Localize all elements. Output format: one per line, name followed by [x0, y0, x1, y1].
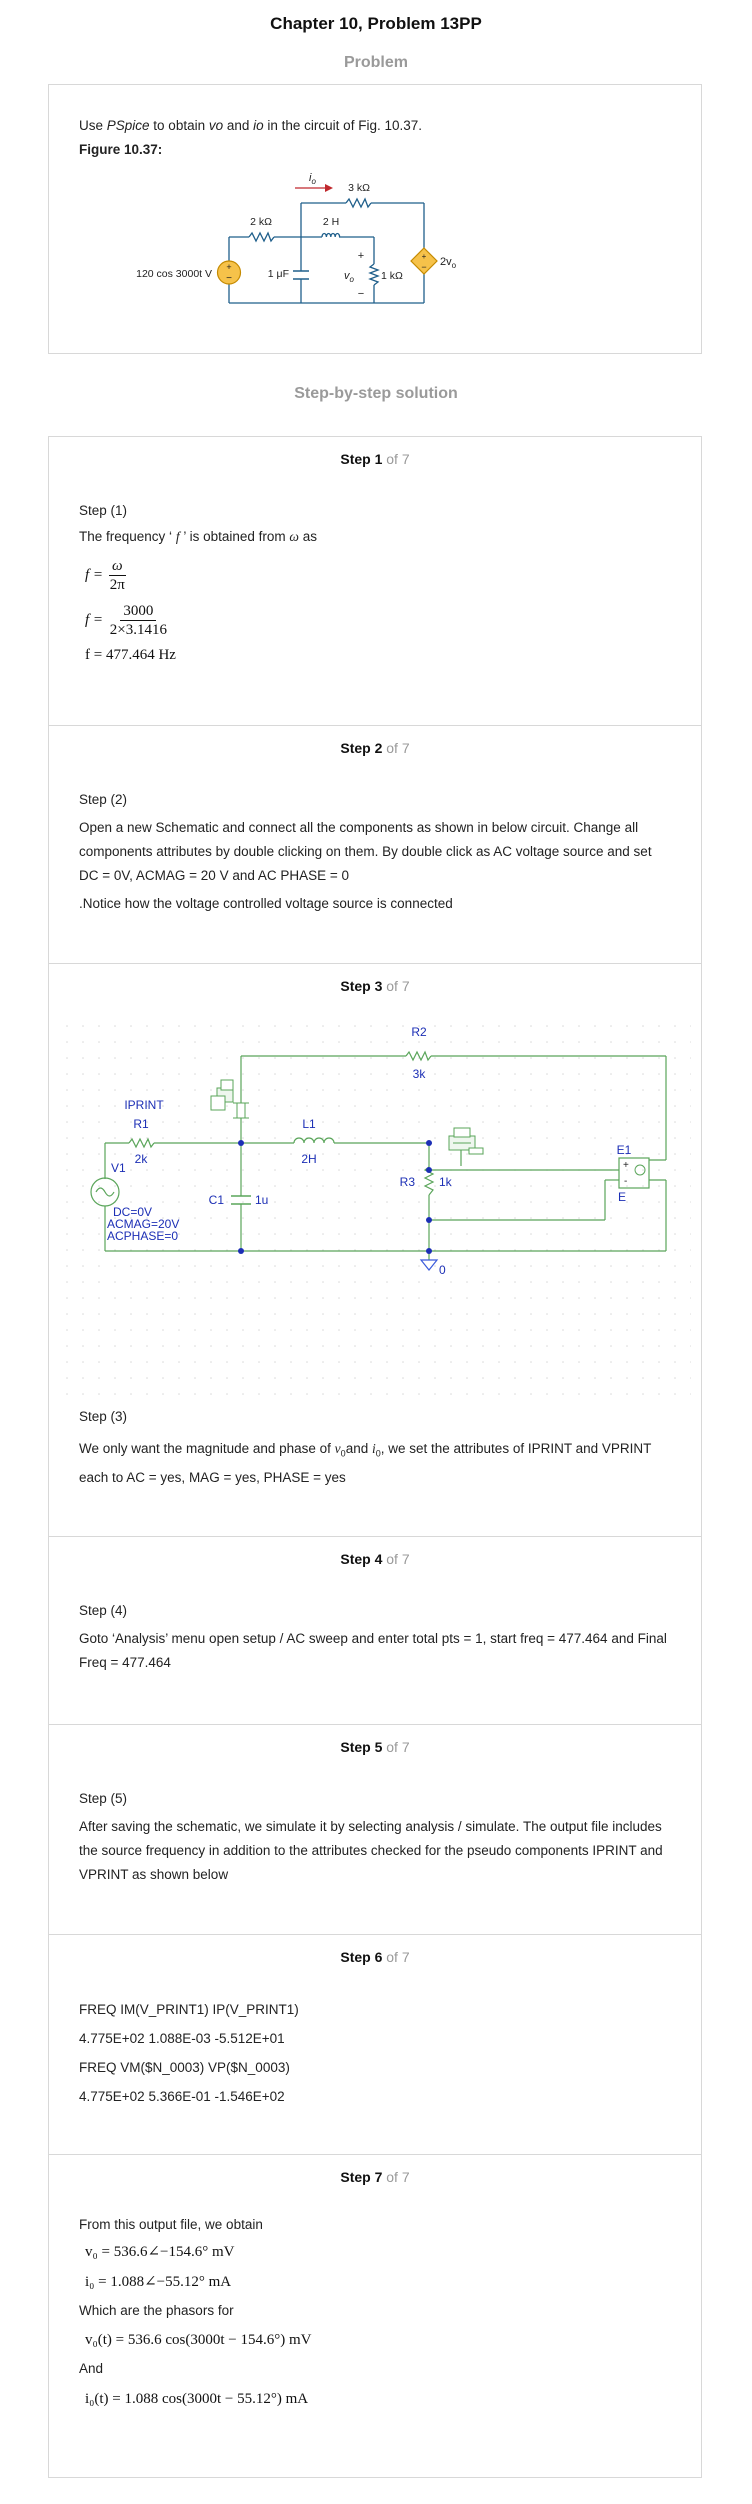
step-3-heading: Step 3 of 7 [340, 978, 410, 994]
svg-text:+: + [422, 252, 427, 261]
svg-text:−: − [421, 262, 426, 272]
schem-e1-icon [618, 1157, 650, 1189]
vprint-icon [448, 1127, 484, 1155]
step-5-label: Step (5) [79, 1791, 128, 1806]
step-2-heading: Step 2 of 7 [340, 740, 410, 756]
solution-section-title: Step-by-step solution [294, 385, 458, 402]
schem-r2 [405, 1050, 432, 1062]
problem-text: Use PSpice to obtain vo and io in the ci… [79, 118, 422, 133]
step-1-heading: Step 1 of 7 [340, 451, 410, 467]
output-line: FREQ IM(V_PRINT1) IP(V_PRINT1) [79, 2002, 299, 2017]
step-7-eq-1: v₀ = 536.6∠−154.6° mV [85, 2244, 235, 2260]
svg-text:2k: 2k [135, 1152, 149, 1166]
schem-v1-icon [90, 1177, 120, 1207]
pspice-schematic: + - R2 [59, 1013, 691, 1408]
step-7-eq-4: i₀(t) = 1.088 cos(3000t − 55.12°) mA [85, 2391, 309, 2407]
svg-text:ACPHASE=0: ACPHASE=0 [107, 1229, 178, 1243]
svg-text:1u: 1u [255, 1193, 268, 1207]
step-7-text-3: And [79, 2361, 104, 2376]
svg-text:ACMAG=20V: ACMAG=20V [107, 1217, 179, 1231]
step-1: Step 1 of 7 Step (1) The frequency ‘ f ’… [48, 436, 702, 726]
svg-text:0: 0 [439, 1263, 446, 1277]
svg-text:+: + [226, 262, 231, 272]
svg-text:+: + [358, 250, 364, 262]
svg-text:IPRINT: IPRINT [124, 1098, 164, 1112]
step-7-heading: Step 7 of 7 [340, 2169, 410, 2185]
problem-section-title: Problem [343, 54, 408, 71]
svg-text:−: − [358, 288, 364, 300]
step-3: Step 3 of 7 [48, 964, 702, 1537]
svg-text:3 kΩ: 3 kΩ [348, 182, 370, 194]
step-4: Step 4 of 7 Step (4) Goto ‘Analysis’ men… [48, 1537, 702, 1725]
svg-text:DC=0V: DC=0V [113, 1205, 152, 1219]
svg-text:1k: 1k [439, 1175, 453, 1189]
svg-text:2vo: 2vo [440, 256, 457, 270]
inductor-2h [321, 232, 341, 238]
resistor-1k [368, 263, 380, 286]
svg-text:vo: vo [344, 270, 355, 284]
svg-text:io: io [309, 173, 316, 186]
iprint-icon [210, 1079, 249, 1119]
step-2: Step 2 of 7 Step (2) Open a new Schemati… [48, 726, 702, 964]
resistor-2k [248, 231, 275, 243]
svg-text:E: E [618, 1190, 626, 1204]
step-7-text-1: From this output file, we obtain [79, 2217, 263, 2232]
svg-text:C1: C1 [209, 1193, 225, 1207]
step-1-text: The frequency ‘ f ’ is obtained from ω a… [79, 529, 317, 544]
step-3-text: We only want the magnitude and phase of … [79, 1441, 652, 1485]
step-1-label: Step (1) [79, 503, 128, 518]
svg-text:L1: L1 [302, 1117, 316, 1131]
output-line: 4.775E+02 1.088E-03 -5.512E+01 [79, 2031, 285, 2046]
page-title: Chapter 10, Problem 13PP [270, 14, 482, 33]
step-5-text: After saving the schematic, we simulate … [79, 1819, 663, 1882]
svg-text:-: - [624, 1176, 627, 1187]
resistor-3k [345, 197, 372, 209]
problem-box: Use PSpice to obtain vo and io in the ci… [48, 84, 702, 354]
step-4-heading: Step 4 of 7 [340, 1551, 410, 1567]
output-line: 4.775E+02 5.366E-01 -1.546E+02 [79, 2089, 285, 2104]
svg-text:E1: E1 [617, 1143, 632, 1157]
step-2-text: Open a new Schematic and connect all the… [79, 820, 652, 883]
step-5: Step 5 of 7 Step (5) After saving the sc… [48, 1725, 702, 1935]
step-4-text: Goto ‘Analysis’ menu open setup / AC swe… [79, 1631, 667, 1670]
svg-text:1 μF: 1 μF [268, 268, 289, 280]
svg-text:R3: R3 [400, 1175, 416, 1189]
step-7: Step 7 of 7 From this output file, we ob… [48, 2155, 702, 2478]
step-7-text-2: Which are the phasors for [79, 2303, 234, 2318]
svg-text:3k: 3k [413, 1067, 427, 1081]
svg-text:R2: R2 [411, 1025, 427, 1039]
schem-r1 [128, 1137, 155, 1149]
current-arrow-icon [325, 184, 333, 192]
ground-icon [419, 1259, 439, 1271]
svg-text:2 H: 2 H [323, 216, 339, 228]
step-7-eq-3: v₀(t) = 536.6 cos(3000t − 154.6°) mV [85, 2332, 312, 2348]
step-7-eq-2: i₀ = 1.088∠−55.12° mA [85, 2274, 232, 2290]
svg-text:2 kΩ: 2 kΩ [250, 216, 272, 228]
output-line: FREQ VM($N_0003) VP($N_0003) [79, 2060, 290, 2075]
step-3-label: Step (3) [79, 1409, 128, 1424]
step-6: Step 6 of 7 FREQ IM(V_PRINT1) IP(V_PRINT… [48, 1935, 702, 2155]
svg-text:R1: R1 [133, 1117, 149, 1131]
svg-text:120 cos 3000t V: 120 cos 3000t V [136, 268, 212, 280]
step-5-heading: Step 5 of 7 [340, 1739, 410, 1755]
step-1-eq-3: f = 477.464 Hz [85, 647, 176, 663]
schem-l1 [293, 1137, 335, 1144]
svg-text:2H: 2H [301, 1152, 316, 1166]
step-6-heading: Step 6 of 7 [340, 1949, 410, 1965]
svg-text:1 kΩ: 1 kΩ [381, 270, 403, 282]
svg-text:−: − [226, 273, 232, 284]
svg-text:V1: V1 [111, 1161, 126, 1175]
step-2-label: Step (2) [79, 792, 128, 807]
step-4-label: Step (4) [79, 1603, 128, 1618]
svg-text:+: + [623, 1160, 629, 1171]
circuit-figure: + − + − io 3 kΩ 2 kΩ 2 H 1 μF 1 kΩ 120 c… [136, 173, 457, 304]
voltage-source-icon [216, 260, 242, 285]
step-2-note: .Notice how the voltage controlled volta… [79, 896, 453, 911]
dependent-source-icon [410, 247, 438, 275]
figure-label: Figure 10.37: [79, 142, 163, 157]
